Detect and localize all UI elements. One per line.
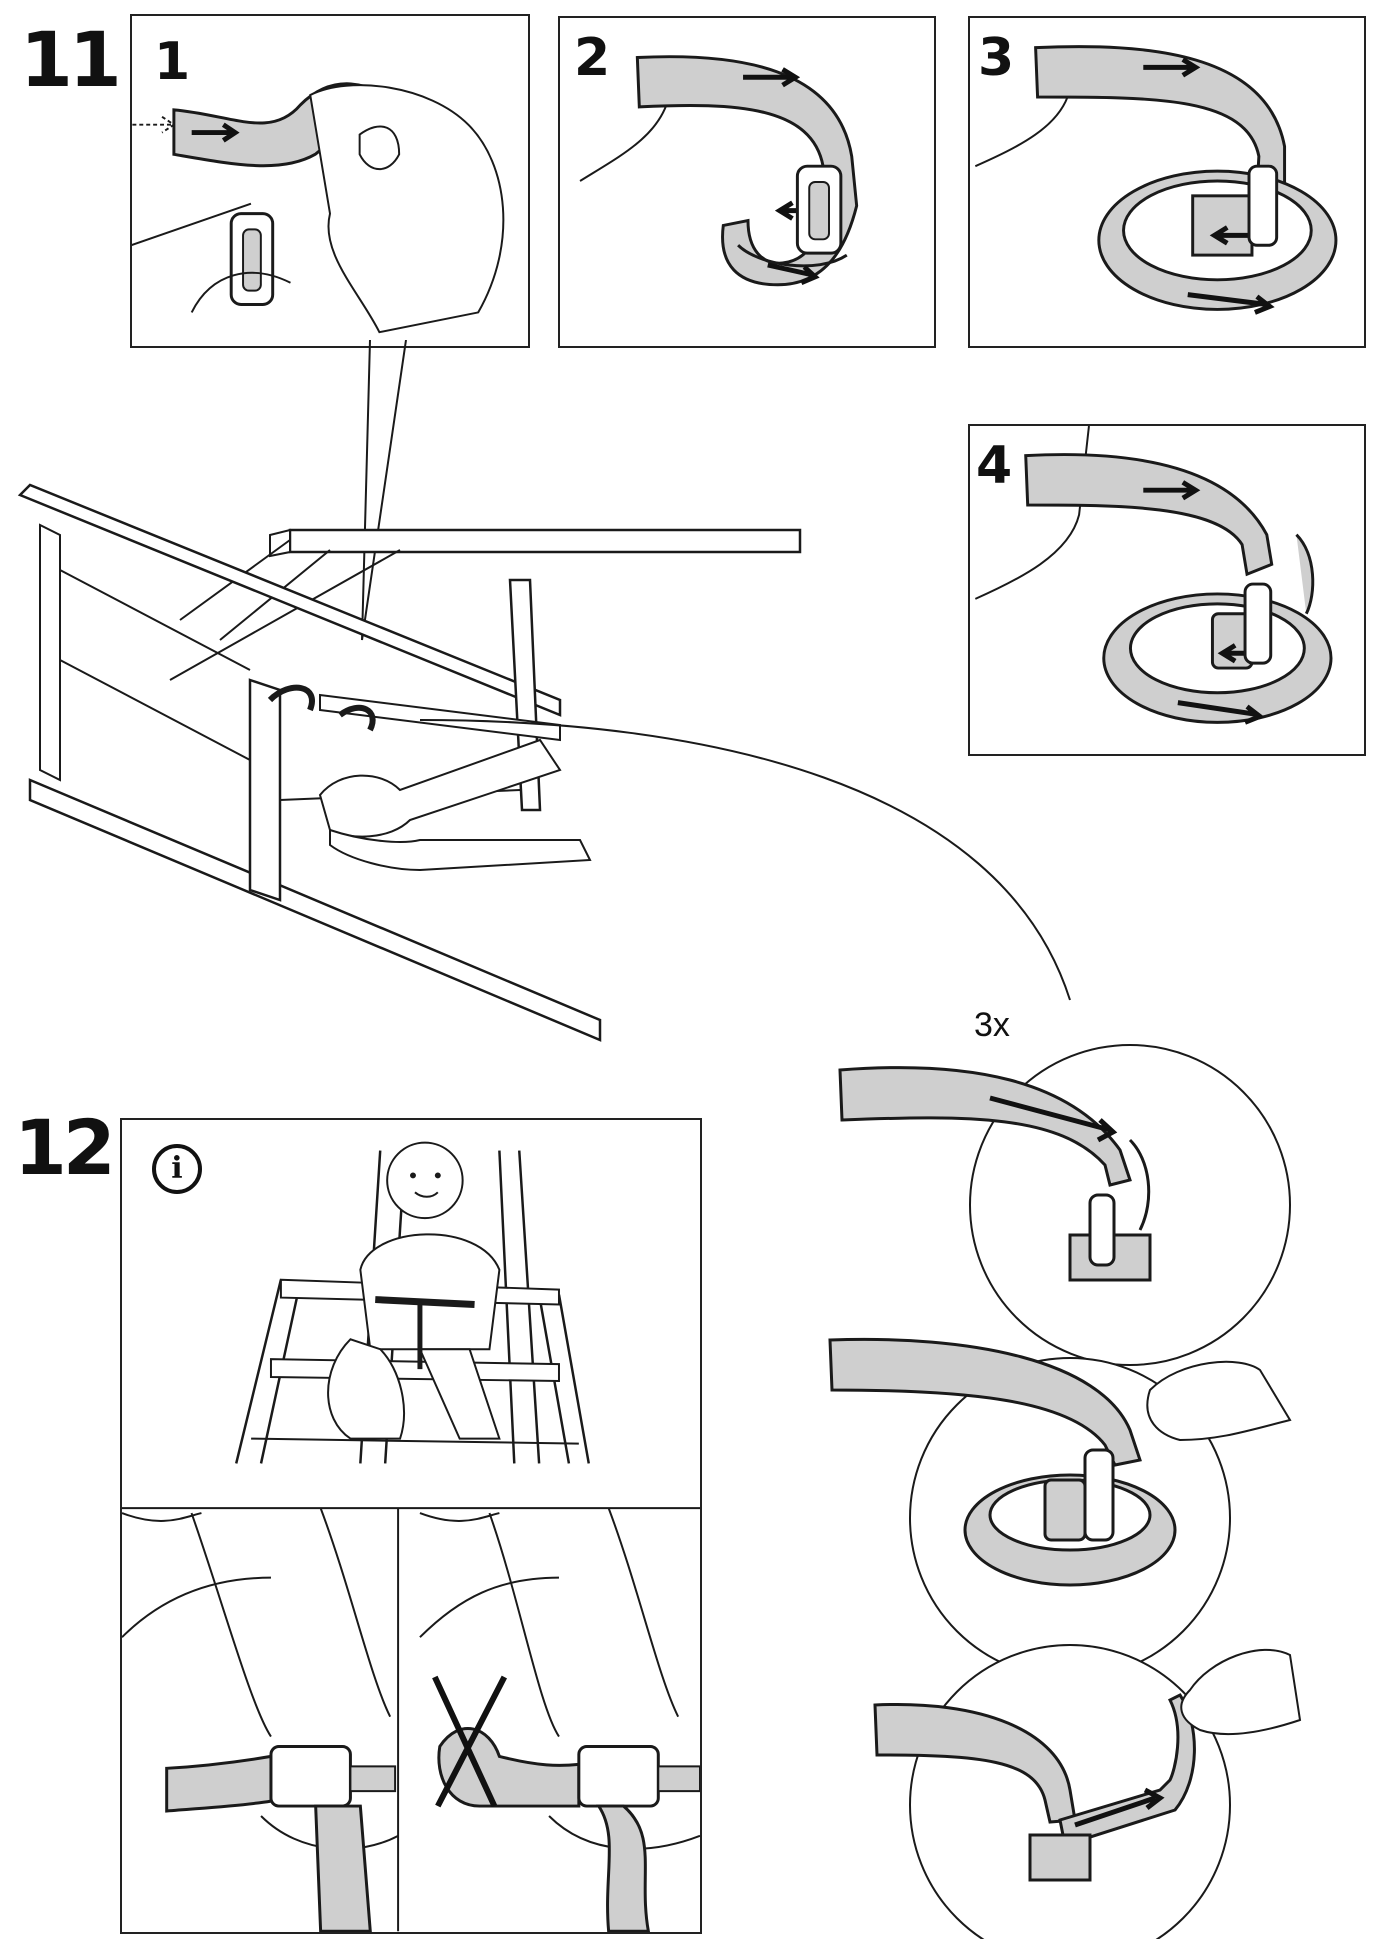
baby-in-highchair-illustration bbox=[122, 1141, 700, 1932]
substep-number-2: 2 bbox=[574, 28, 611, 88]
step-number-11: 11 bbox=[20, 15, 122, 104]
substep-number-1: 1 bbox=[154, 32, 191, 92]
panel-step-12: i bbox=[120, 1118, 702, 1934]
panel-substep-1: 1 bbox=[130, 14, 530, 348]
substep-number-3: 3 bbox=[978, 28, 1015, 88]
hand-icon bbox=[1180, 1648, 1302, 1736]
hand-icon bbox=[309, 84, 505, 334]
panel-substep-3: 3 bbox=[968, 16, 1366, 348]
strap-detail-circles bbox=[828, 1044, 1302, 1939]
panel-substep-4: 4 bbox=[968, 424, 1366, 756]
step-number-12: 12 bbox=[14, 1103, 116, 1192]
chair-upside-down-illustration bbox=[17, 340, 1071, 1042]
substep-number-4: 4 bbox=[976, 436, 1013, 496]
hand-icon bbox=[1146, 1360, 1292, 1442]
arrow-icon bbox=[132, 115, 176, 134]
info-icon: i bbox=[152, 1144, 202, 1194]
strap-loop-illustration-3 bbox=[974, 426, 1333, 725]
panel-substep-2: 2 bbox=[558, 16, 936, 348]
strap-loop-illustration bbox=[579, 55, 859, 287]
cross-mark-icon bbox=[432, 1675, 508, 1808]
strap-insert-illustration bbox=[132, 82, 505, 334]
strap-loop-illustration-2 bbox=[974, 45, 1338, 315]
multiplier-label: 3x bbox=[974, 1006, 1010, 1044]
